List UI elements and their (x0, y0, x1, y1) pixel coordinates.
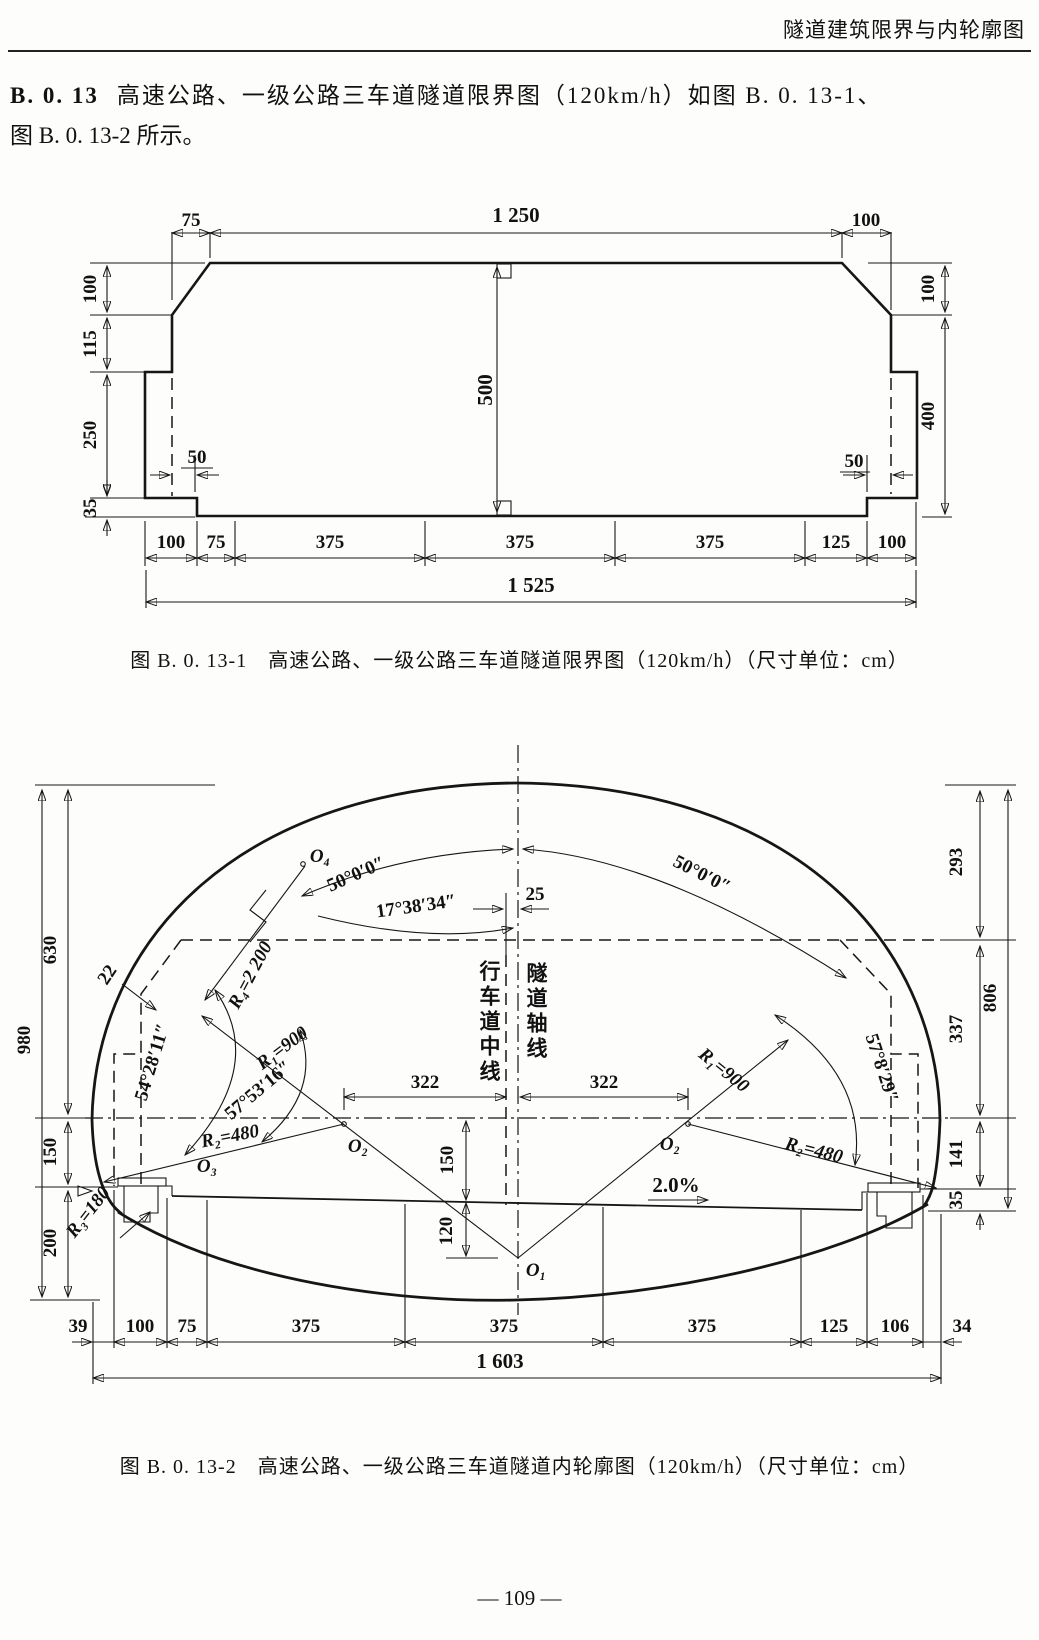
dim-bot-100r: 100 (878, 532, 907, 553)
slope-label: 2.0% (652, 1173, 699, 1197)
fig1-niche-50-dims: 50 50 (150, 447, 913, 492)
dim2-bot-75: 75 (178, 1316, 197, 1337)
dim2-bot-375b: 375 (490, 1316, 519, 1337)
dim-top-100: 100 (852, 210, 881, 231)
dim2-bot-375c: 375 (688, 1316, 717, 1337)
fig2-roadway-sidewalks (77, 1177, 921, 1229)
dim-141: 141 (946, 1140, 967, 1169)
fig2-left-dims: 980 630 150 200 (14, 784, 215, 1301)
fig1-center-height-dim: 500 (473, 263, 512, 516)
fig2-bottom-dims: 39 100 75 375 375 375 125 106 34 1 603 (69, 1190, 973, 1384)
center-o1: O₁ (526, 1260, 546, 1281)
dim2-bot-34: 34 (953, 1316, 973, 1337)
dim-top-1250: 1 250 (492, 203, 539, 227)
figure2-caption: 图 B. 0. 13-2 高速公路、一级公路三车道隧道内轮廓图（120km/h）… (119, 1456, 920, 1478)
dim-niche-50-right: 50 (845, 451, 864, 472)
dim-bot-375b: 375 (506, 532, 535, 553)
angle-54: 54°28′11″ (131, 1021, 174, 1103)
dim-bot-375a: 375 (316, 532, 345, 553)
figure1-clearance-diagram: 500 75 1 250 100 100 115 (80, 203, 952, 608)
page-number: — 109 — (477, 1586, 562, 1610)
dim-806: 806 (980, 984, 1001, 1013)
fig1-left-dims: 100 115 250 35 (80, 262, 205, 536)
dim-left-100: 100 (80, 275, 101, 304)
dim-200: 200 (40, 1229, 61, 1258)
clause-paragraph: B. 0. 13 高速公路、一级公路三车道隧道限界图（120km/h）如图 B. … (10, 76, 1030, 156)
dim-bot-375c: 375 (696, 532, 725, 553)
dim-322-left: 322 (411, 1072, 440, 1093)
leader-triangle (77, 1185, 94, 1197)
lane-centerline-label: 行车道中线 (477, 960, 501, 1085)
dim2-bot-106: 106 (881, 1316, 910, 1337)
center-o4: O₄ (310, 846, 330, 867)
dim-bot-125: 125 (822, 532, 851, 553)
dim-293: 293 (946, 848, 967, 877)
dim-150-left: 150 (40, 1138, 61, 1167)
dim-35-right: 35 (946, 1191, 967, 1210)
dim-right-400: 400 (918, 402, 939, 431)
dim-500: 500 (473, 374, 497, 406)
dim2-bot-375a: 375 (292, 1316, 321, 1337)
angle-17: 17°38′34″ (375, 890, 458, 922)
angle-50-right: 50°0′0″ (670, 851, 734, 898)
clause-text-line2: 图 B. 0. 13-2 所示。 (10, 123, 206, 148)
dim-150-center: 150 (437, 1146, 458, 1175)
dim-980: 980 (14, 1026, 35, 1055)
dim-bot-75: 75 (207, 532, 226, 553)
figure2-contour-diagram: 25 322 322 150 120 22 2.0% 50°0′0″ 50°0′… (14, 745, 1016, 1384)
dim-right-100: 100 (918, 275, 939, 304)
fig2-axes (85, 745, 950, 1315)
dim2-bot-39: 39 (69, 1316, 88, 1337)
fig2-right-dims: 293 337 141 35 806 (920, 784, 1016, 1230)
radius-r4: R₄=2 200 (224, 938, 277, 1014)
dim2-total-1603: 1 603 (476, 1349, 523, 1373)
figure1-caption: 图 B. 0. 13-1 高速公路、一级公路三车道隧道限界图（120km/h）（… (130, 650, 909, 672)
center-o2-left: O₂ (348, 1136, 368, 1157)
radius-r3: R₃=180 (61, 1182, 115, 1242)
dim-22: 22 (93, 961, 121, 988)
dim-total-1525: 1 525 (507, 573, 554, 597)
dim-322-right: 322 (590, 1072, 619, 1093)
dim2-bot-125: 125 (820, 1316, 849, 1337)
fig1-outline (143, 261, 919, 518)
clause-number: B. 0. 13 (10, 83, 99, 108)
angle-57-right: 57°8′29″ (861, 1031, 903, 1105)
radius-r2-right: R₂=480 (782, 1133, 845, 1168)
dim2-bot-100: 100 (126, 1316, 155, 1337)
dim-25: 25 (526, 884, 545, 905)
dim-top-75: 75 (182, 210, 201, 231)
dim-120: 120 (436, 1217, 457, 1246)
fig2-angle-arcs (185, 849, 857, 1165)
center-o3: O₃ (197, 1156, 217, 1177)
tunnel-axis-label: 隧道轴线 (524, 962, 548, 1062)
dim-left-115: 115 (80, 330, 101, 357)
header-rule (8, 50, 1031, 52)
clause-text-line1: 高速公路、一级公路三车道隧道限界图（120km/h）如图 B. 0. 13-1、 (116, 83, 883, 108)
dim-337: 337 (946, 1014, 967, 1043)
fig2-radius-lines (104, 861, 936, 1259)
fig2-tunnel-contour (90, 781, 942, 1302)
radius-r2-left: R₂=480 (198, 1120, 261, 1152)
dim-bot-100l: 100 (157, 532, 186, 553)
dim-niche-50-left: 50 (188, 447, 207, 468)
radius-r1-right: R₁=900 (694, 1043, 754, 1097)
fig1-right-dims: 100 400 (868, 262, 952, 518)
running-head: 隧道建筑限界与内轮廓图 (783, 18, 1025, 42)
dim-630: 630 (40, 936, 61, 965)
angle-50-left: 50°0′0″ (324, 852, 389, 896)
fig1-bottom-dims: 100 75 375 375 375 125 100 1 525 (144, 502, 916, 608)
center-o2-right: O₂ (660, 1134, 680, 1155)
fig1-top-dims: 75 1 250 100 (172, 203, 891, 310)
dim-left-250: 250 (80, 421, 101, 450)
dim-left-35: 35 (80, 499, 101, 518)
